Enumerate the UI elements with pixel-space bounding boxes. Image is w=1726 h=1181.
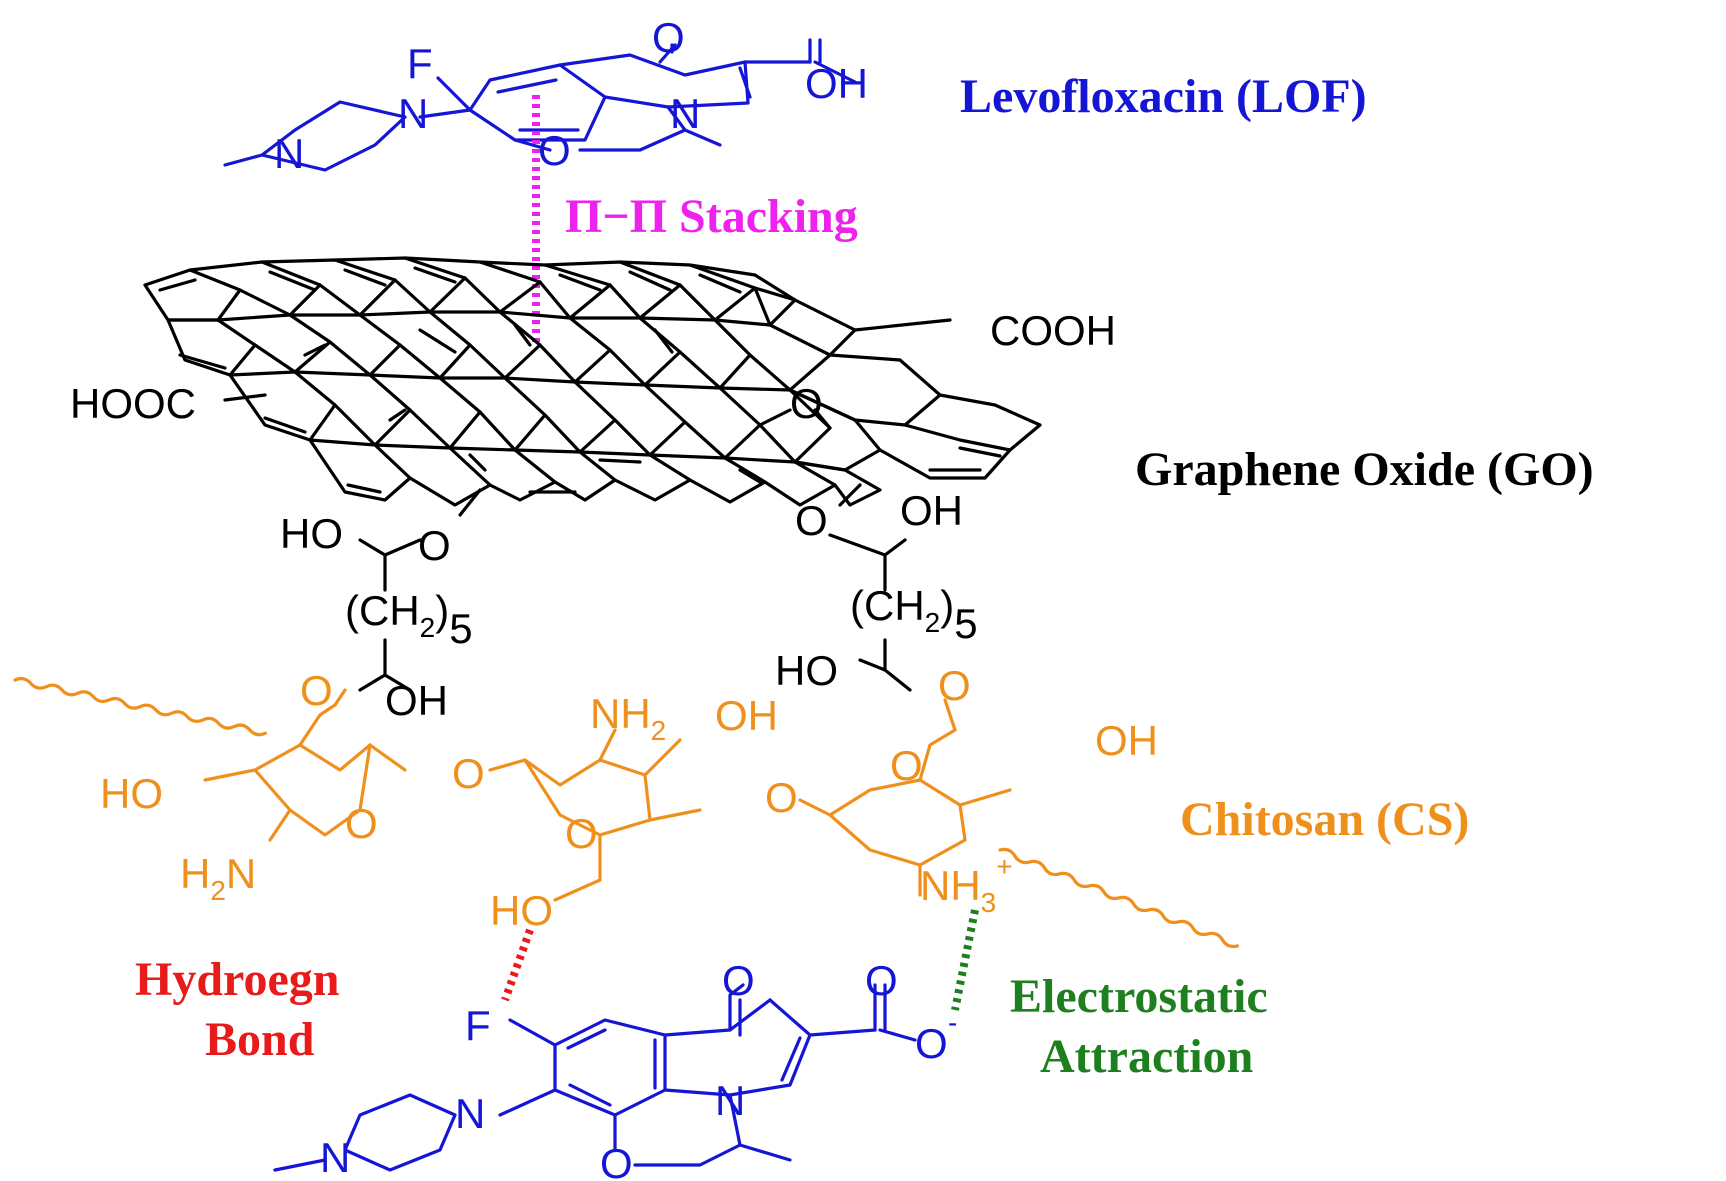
chitosan-chain: O O HO H2N O O NH2 OH O O O OH NH3+ HO <box>13 662 1239 949</box>
levofloxacin-top-molecule: F O OH N N N O <box>223 14 868 177</box>
bottom-ring-n: N <box>715 1077 745 1124</box>
cs-link-o-right: O <box>938 662 971 709</box>
go-right-oh: OH <box>900 487 963 534</box>
label-graphene-oxide: Graphene Oxide (GO) <box>1135 443 1594 496</box>
cs-oh-mid: OH <box>715 692 778 739</box>
cs-ring-o3: O <box>890 742 923 789</box>
go-hooc-left: HOOC <box>70 380 196 427</box>
bottom-fluorine: F <box>465 1002 491 1049</box>
go-right-ch2: (CH2)5 <box>850 582 978 647</box>
cs-ring-o2: O <box>565 810 598 857</box>
top-piperazine-n: N <box>398 90 428 137</box>
chitosan-bonds <box>13 676 1239 949</box>
cs-ho-low: HO <box>490 887 553 934</box>
bottom-keto-oxygen: O <box>722 957 755 1004</box>
bottom-ring-oxygen: O <box>600 1140 633 1181</box>
cs-h2n: H2N <box>180 850 256 906</box>
go-cooh-right: COOH <box>990 307 1116 354</box>
hydrogen-bond-line <box>501 928 534 1002</box>
label-hydrogen-bond-line2: Bond <box>205 1013 315 1066</box>
bottom-anion-oxygen: O <box>915 1020 948 1067</box>
cs-ring-o1: O <box>345 800 378 847</box>
cs-nh2: NH2 <box>590 690 666 746</box>
label-electrostatic-line2: Attraction <box>1040 1030 1253 1083</box>
go-right-low-ho: HO <box>775 647 838 694</box>
label-pi-stacking: Π−Π Stacking <box>565 190 858 243</box>
cs-glyco-o1: O <box>452 750 485 797</box>
bottom-piperazine-n: N <box>455 1090 485 1137</box>
go-left-o: O <box>418 522 451 569</box>
go-left-ho: HO <box>280 510 343 557</box>
cs-link-o-left: O <box>300 667 333 714</box>
bottom-methyl-n: N <box>320 1134 350 1181</box>
linker-bonds <box>358 533 912 692</box>
top-ring-oxygen: O <box>538 127 571 174</box>
top-ring-n: N <box>670 90 700 137</box>
label-levofloxacin: Levofloxacin (LOF) <box>960 70 1367 123</box>
cs-nh3-plus: NH3+ <box>920 851 1013 918</box>
go-right-o: O <box>795 497 828 544</box>
top-methyl-n: N <box>274 130 304 177</box>
cs-oh-right: OH <box>1095 717 1158 764</box>
levofloxacin-top-bonds <box>223 38 857 172</box>
cs-ho: HO <box>100 770 163 817</box>
go-epoxy-oxygen: O <box>790 380 823 427</box>
bottom-carboxyl-oxygen: O <box>865 957 898 1004</box>
levofloxacin-bottom-bonds <box>273 983 917 1172</box>
levofloxacin-bottom-molecule: F O O O - N N N O <box>273 957 957 1181</box>
go-linker-chains: HO O (CH2)5 OH O OH (CH2)5 HO <box>280 487 978 724</box>
top-keto-oxygen: O <box>652 14 685 61</box>
go-left-ch2: (CH2)5 <box>345 587 473 652</box>
label-electrostatic-line1: Electrostatic <box>1010 970 1268 1023</box>
bottom-negative-charge: - <box>948 1007 957 1038</box>
top-hydroxyl: OH <box>805 60 868 107</box>
electrostatic-line <box>951 909 979 1011</box>
label-hydrogen-bond-line1: Hydroegn <box>135 953 339 1006</box>
label-chitosan: Chitosan (CS) <box>1180 793 1469 846</box>
graphene-oxide-sheet: COOH HOOC O <box>70 256 1116 517</box>
cs-glyco-o2: O <box>765 774 798 821</box>
go-left-low-oh: OH <box>385 677 448 724</box>
graphene-bonds <box>143 256 1042 517</box>
top-fluorine: F <box>407 40 433 87</box>
